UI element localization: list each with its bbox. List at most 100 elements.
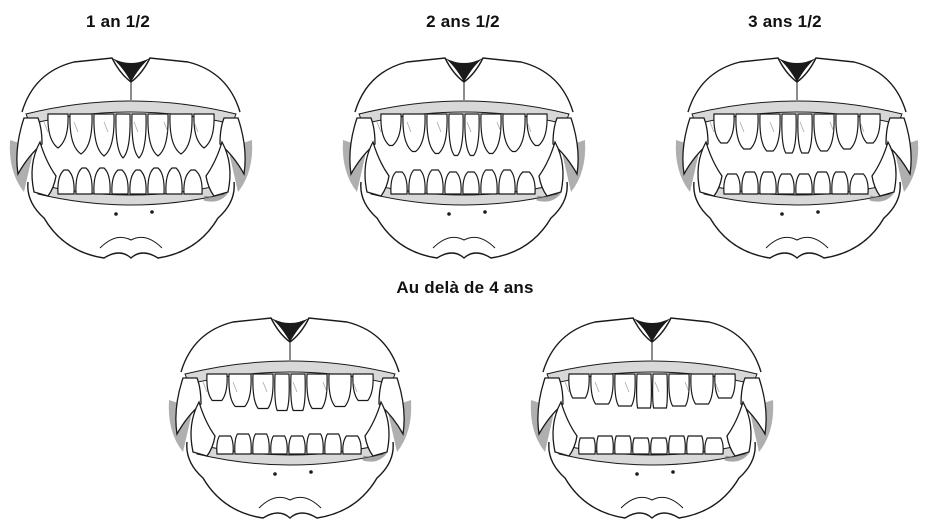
chin-dot-right — [671, 470, 675, 474]
lower-tooth — [427, 170, 443, 194]
upper-tooth — [353, 374, 373, 401]
lower-tooth — [445, 172, 461, 194]
chin-dot-left — [635, 472, 639, 476]
upper-tooth — [194, 114, 214, 148]
upper-tooth — [714, 114, 734, 143]
upper-tooth — [170, 114, 192, 154]
lower-right-canine — [539, 142, 563, 196]
upper-tooth — [291, 374, 305, 411]
upper-tooth — [381, 114, 401, 146]
philtrum-shape — [112, 58, 150, 82]
upper-tooth — [427, 114, 447, 154]
upper-tooth — [449, 114, 463, 156]
jaw-drawing — [337, 52, 591, 264]
philtrum-shape — [778, 58, 816, 82]
lower-right-canine — [365, 402, 389, 456]
lower-right-canine — [872, 142, 896, 196]
upper-tooth — [481, 114, 501, 154]
lower-tooth — [517, 172, 535, 194]
lower-tooth — [253, 434, 269, 454]
upper-tooth — [669, 374, 689, 406]
lower-tooth — [343, 436, 361, 454]
upper-tooth — [591, 374, 613, 404]
jaw-drawing — [4, 52, 258, 264]
caption-stage-3: 3 ans 1/2 — [730, 12, 840, 32]
lower-right-canine — [727, 402, 751, 456]
lower-tooth — [579, 438, 596, 454]
upper-tooth — [760, 114, 780, 151]
upper-tooth — [275, 374, 289, 411]
lower-tooth — [742, 172, 758, 194]
jaw-drawing — [163, 312, 417, 524]
hatch-stroke — [377, 122, 381, 132]
lower-tooth — [651, 438, 668, 454]
lower-tooth — [112, 170, 128, 194]
lower-tooth — [687, 436, 704, 454]
lower-tooth — [705, 438, 723, 454]
upper-tooth — [715, 374, 735, 398]
lower-tooth — [778, 174, 794, 194]
lower-tooth — [463, 172, 479, 194]
upper-tooth — [148, 114, 168, 156]
philtrum-shape — [445, 58, 483, 82]
lower-tooth — [724, 174, 740, 194]
lower-tooth — [633, 438, 650, 454]
upper-tooth — [782, 114, 796, 153]
upper-tooth — [94, 114, 114, 156]
chin-dot-left — [273, 472, 277, 476]
upper-tooth — [329, 374, 351, 407]
chin-dot-right — [150, 210, 154, 214]
lower-tooth — [166, 168, 182, 194]
lower-left-canine — [365, 142, 389, 196]
philtrum-shape — [271, 318, 309, 342]
lower-tooth — [235, 434, 251, 454]
jaw-drawing — [670, 52, 924, 264]
upper-tooth — [836, 114, 858, 149]
lower-tooth — [814, 172, 830, 194]
philtrum-shape — [633, 318, 671, 342]
upper-tooth — [48, 114, 68, 148]
chin-fold — [766, 237, 828, 248]
lower-tooth — [760, 172, 776, 194]
jaw-illustration-3 — [670, 52, 924, 264]
lower-tooth — [184, 170, 202, 194]
hatch-stroke — [203, 382, 207, 392]
chin-dot-left — [447, 212, 451, 216]
upper-tooth — [465, 114, 479, 156]
upper-tooth — [253, 374, 273, 409]
upper-tooth — [132, 114, 146, 158]
upper-tooth — [798, 114, 812, 153]
lower-tooth — [307, 434, 323, 454]
lower-tooth — [409, 170, 425, 194]
caption-stage-1: 1 an 1/2 — [63, 12, 173, 32]
upper-tooth — [70, 114, 92, 154]
lower-tooth — [325, 434, 341, 454]
upper-tooth — [403, 114, 425, 152]
caption-stage-4: Au delà de 4 ans — [340, 278, 590, 298]
chin-dot-left — [114, 212, 118, 216]
lower-right-canine — [206, 142, 230, 196]
upper-tooth — [569, 374, 589, 398]
lower-tooth — [391, 172, 407, 194]
chin-fold — [259, 497, 321, 508]
jaw-illustration-1 — [4, 52, 258, 264]
upper-tooth — [736, 114, 758, 149]
upper-tooth — [615, 374, 635, 406]
hatch-stroke — [710, 122, 714, 132]
upper-tooth — [229, 374, 251, 407]
chin-dot-right — [309, 470, 313, 474]
lower-left-canine — [698, 142, 722, 196]
lower-left-canine — [32, 142, 56, 196]
chin-fold — [621, 497, 683, 508]
lower-tooth — [796, 174, 812, 194]
chin-fold — [100, 237, 162, 248]
lower-tooth — [597, 436, 614, 454]
upper-tooth — [691, 374, 713, 404]
chin-dot-right — [816, 210, 820, 214]
upper-tooth — [653, 374, 668, 408]
upper-tooth — [207, 374, 227, 401]
hatch-stroke — [44, 122, 48, 132]
chin-fold — [433, 237, 495, 248]
lower-tooth — [217, 436, 233, 454]
